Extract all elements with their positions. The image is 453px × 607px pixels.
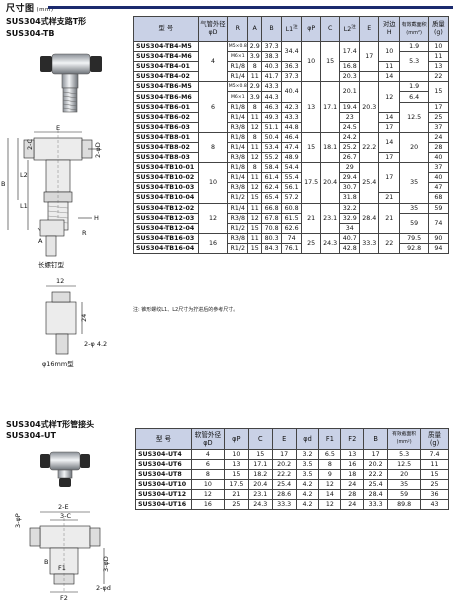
page-header: 尺寸图(mm) [0,0,453,14]
ut-col-model: 型 号 [135,428,192,450]
tb-label-L1: L1 [20,202,28,210]
ut-col-E: E [271,428,297,450]
tb-col-mass: 质量(g) [427,16,450,42]
tb-col-R: R [227,16,249,42]
tb-drawing: E 2-C 2-φD L2 L1 B A R H 长螺钉型 12 24 2-φ … [1,53,107,368]
table-row: SUS304-TB8-01 8 R1/8 8 50.4 46.4 15 18.1… [133,131,450,164]
tb-long-screw-drawing [39,219,65,257]
header-rule [48,6,453,9]
unit-label: (mm) [36,7,54,13]
ut-label-3P: 3-φP [14,513,22,528]
ut-section-title: SUS304式样T形管接头 [6,420,95,429]
tb-footnote: 注: 锥形螺纹L1、L2尺寸为拧进后的参考尺寸。 [133,307,239,313]
ut-dimension-drawing [29,511,105,593]
ut-product-photo [40,451,90,487]
tb-col-B: B [261,16,283,42]
tb-caption-16mm: φ16mm型 [42,359,74,368]
ut-drawing: 3-φP 2-E 3-C F1 F2 B 3-φD 2-φd [14,451,111,602]
tb-16mm-drawing [45,285,83,355]
table-row: SUS304-TB16-03 16 R3/8 11 80.3 74 25 24.… [133,232,450,254]
table-row: SUS304-TB4-02 R1/4 11 41.7 37.3 20.3 14 … [133,71,450,83]
tb-label-phi42: 2-φ 4.2 [84,340,107,348]
table-row: SUS304-TB4-01 R1/8 8 40.3 36.3 16.8 11 1… [133,61,450,73]
tb-label-L2: L2 [20,171,28,179]
table-row: SUS304-TB10-01 10 R1/8 8 58.4 54.4 17.5 … [133,162,450,204]
ut-label-2E: 2-E [58,503,69,511]
tb-label-24: 24 [80,314,88,322]
tb-col-L2: L2注 [339,16,361,42]
ut-label-3D: 3-φD [102,556,110,572]
table-row: SUS304-TB4-M6 M6×1 3.9 38.3 5.3 11 [133,51,450,73]
tb-label-2C: 2-C [26,139,34,150]
ut-label-2d: 2-φd [96,584,111,592]
tb-product-photo [40,53,102,113]
ut-col-phiP: φP [223,428,249,450]
tb-col-model: 型 号 [133,16,199,42]
ut-col-F1: F1 [318,428,342,450]
ut-label-F2: F2 [60,594,68,602]
tb-col-A: A [247,16,263,42]
ut-col-C: C [247,428,273,450]
tb-col-C: C [320,16,341,42]
ut-label-B: B [44,558,48,566]
table-row: SUS304-TB6-01 R1/8 8 46.3 42.3 19.4 12.5… [133,101,450,133]
table-row: SUS304-TB6-03 R3/8 12 51.1 44.8 24.5 17 … [133,121,450,133]
ut-label-3C: 3-C [60,512,71,520]
table-row: SUS304-TB4-M5 4 M5×0.8 2.9 37.3 34.4 10 … [133,40,450,83]
table-row: SUS304-TB12-03 R3/8 12 67.8 61.5 32.9 59… [133,212,450,234]
ut-col-area: 有效截面积(mm²) [387,428,422,450]
page-title: 尺寸图(mm) [6,4,54,14]
tb-section-code: SUS304-TB [6,29,55,38]
tb-label-E: E [56,124,60,132]
tb-label-12: 12 [56,277,64,285]
table-row: SUS304-TB16-04 R1/2 15 84.3 76.1 42.8 92… [133,242,450,254]
ut-col-F2: F2 [340,428,365,450]
table-row: SUS304-TB6-M6 M6×1 3.9 44.3 6.4 [133,91,449,103]
tb-section-title: SUS304式样支路T形 [6,17,87,26]
tb-col-E: E [359,16,380,42]
tb-col-area: 有效截面积(mm²) [399,16,429,42]
ut-col-B: B [363,428,389,450]
tb-caption-long-screw: 长螺钉型 [38,260,65,269]
tb-label-2phiD: 2-φD [94,142,102,158]
ut-col-phid: φd [295,428,320,450]
ut-col-mass: 质量(g) [420,428,449,450]
tb-label-B: B [1,180,5,188]
ut-label-F1: F1 [58,564,66,572]
ut-section-code: SUS304-UT [6,431,56,440]
table-row: SUS304-TB6-M5 6 M5×0.8 2.9 43.3 40.4 13 … [133,81,450,133]
table-row: SUS304-TB12-02 12 R1/4 11 66.8 60.8 21 2… [133,202,450,234]
tb-label-R: R [82,229,87,237]
tb-label-H: H [94,214,99,222]
tb-col-L1: L1注 [281,16,303,42]
tb-col-phiP: φP [301,16,322,42]
tb-label-A: A [38,237,43,245]
